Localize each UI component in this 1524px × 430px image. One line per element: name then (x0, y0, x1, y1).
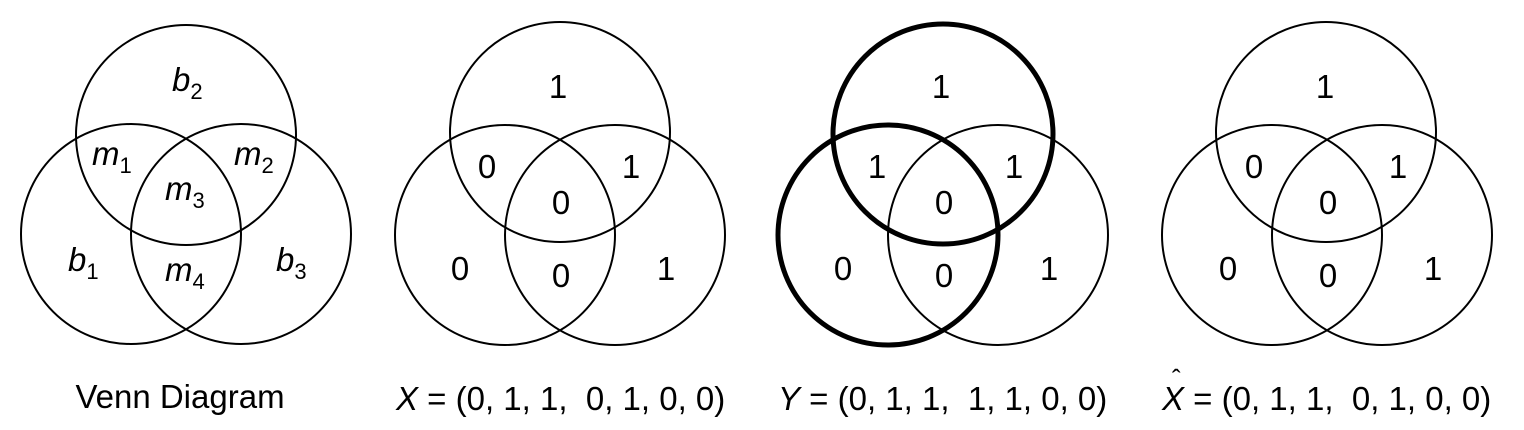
region-label-b2: b2 (172, 61, 203, 104)
region-value-m1: 0 (1245, 148, 1263, 185)
region-value-b3: 1 (657, 250, 675, 287)
region-value-m3: 0 (935, 184, 953, 221)
region-value-b3: 1 (1424, 250, 1442, 287)
region-value-m3: 0 (1319, 184, 1337, 221)
region-label-m3: m3 (165, 170, 205, 213)
region-value-b2: 1 (549, 68, 567, 105)
panel-xhat: 1 0 1 0 0 0 1 ˆ X = (0, 1, 1, 0, 1, 0, 0… (1161, 21, 1493, 417)
region-value-b3: 1 (1040, 250, 1058, 287)
region-value-m2: 1 (1389, 148, 1407, 185)
legend-caption: Venn Diagram (75, 378, 284, 415)
legend-venn-panel: b2 m1 m2 m3 b1 m4 b3 Venn Diagram (20, 24, 352, 415)
panel-y-caption: Y = (0, 1, 1, 1, 1, 0, 0) (778, 380, 1107, 417)
region-value-m2: 1 (1005, 148, 1023, 185)
panel-x-caption: X = (0, 1, 1, 0, 1, 0, 0) (395, 380, 725, 417)
top-circle (75, 24, 297, 246)
right-circle (504, 124, 726, 346)
left-circle (1161, 124, 1383, 346)
panel-x: 1 0 1 0 0 0 1 X = (0, 1, 1, 0, 1, 0, 0) (394, 21, 726, 417)
left-circle (394, 124, 616, 346)
right-circle (887, 124, 1109, 346)
top-circle (1215, 21, 1437, 243)
region-value-m4: 0 (935, 257, 953, 294)
region-label-m1: m1 (92, 135, 132, 178)
panel-y: 1 1 1 0 0 0 1 Y = (0, 1, 1, 1, 1, 0, 0) (775, 21, 1109, 417)
region-label-m2: m2 (234, 135, 274, 178)
region-value-b2: 1 (932, 68, 950, 105)
region-value-m4: 0 (552, 257, 570, 294)
region-value-m1: 0 (478, 148, 496, 185)
region-value-b1: 0 (834, 250, 852, 287)
region-label-b1: b1 (68, 241, 99, 284)
left-circle-highlighted (775, 122, 1001, 348)
region-label-b3: b3 (276, 241, 307, 284)
top-circle (449, 21, 671, 243)
panel-xhat-caption: X = (0, 1, 1, 0, 1, 0, 0) (1161, 380, 1491, 417)
hat-mark: ˆ (1172, 364, 1181, 394)
region-value-b2: 1 (1316, 68, 1334, 105)
region-label-m4: m4 (165, 251, 205, 294)
right-circle (1271, 124, 1493, 346)
region-value-m1: 1 (868, 148, 886, 185)
region-value-m3: 0 (552, 184, 570, 221)
top-circle-highlighted (830, 21, 1056, 247)
region-value-b1: 0 (451, 250, 469, 287)
region-value-m4: 0 (1319, 257, 1337, 294)
region-value-m2: 1 (622, 148, 640, 185)
region-value-b1: 0 (1219, 250, 1237, 287)
right-circle (130, 123, 352, 345)
left-circle (20, 123, 242, 345)
